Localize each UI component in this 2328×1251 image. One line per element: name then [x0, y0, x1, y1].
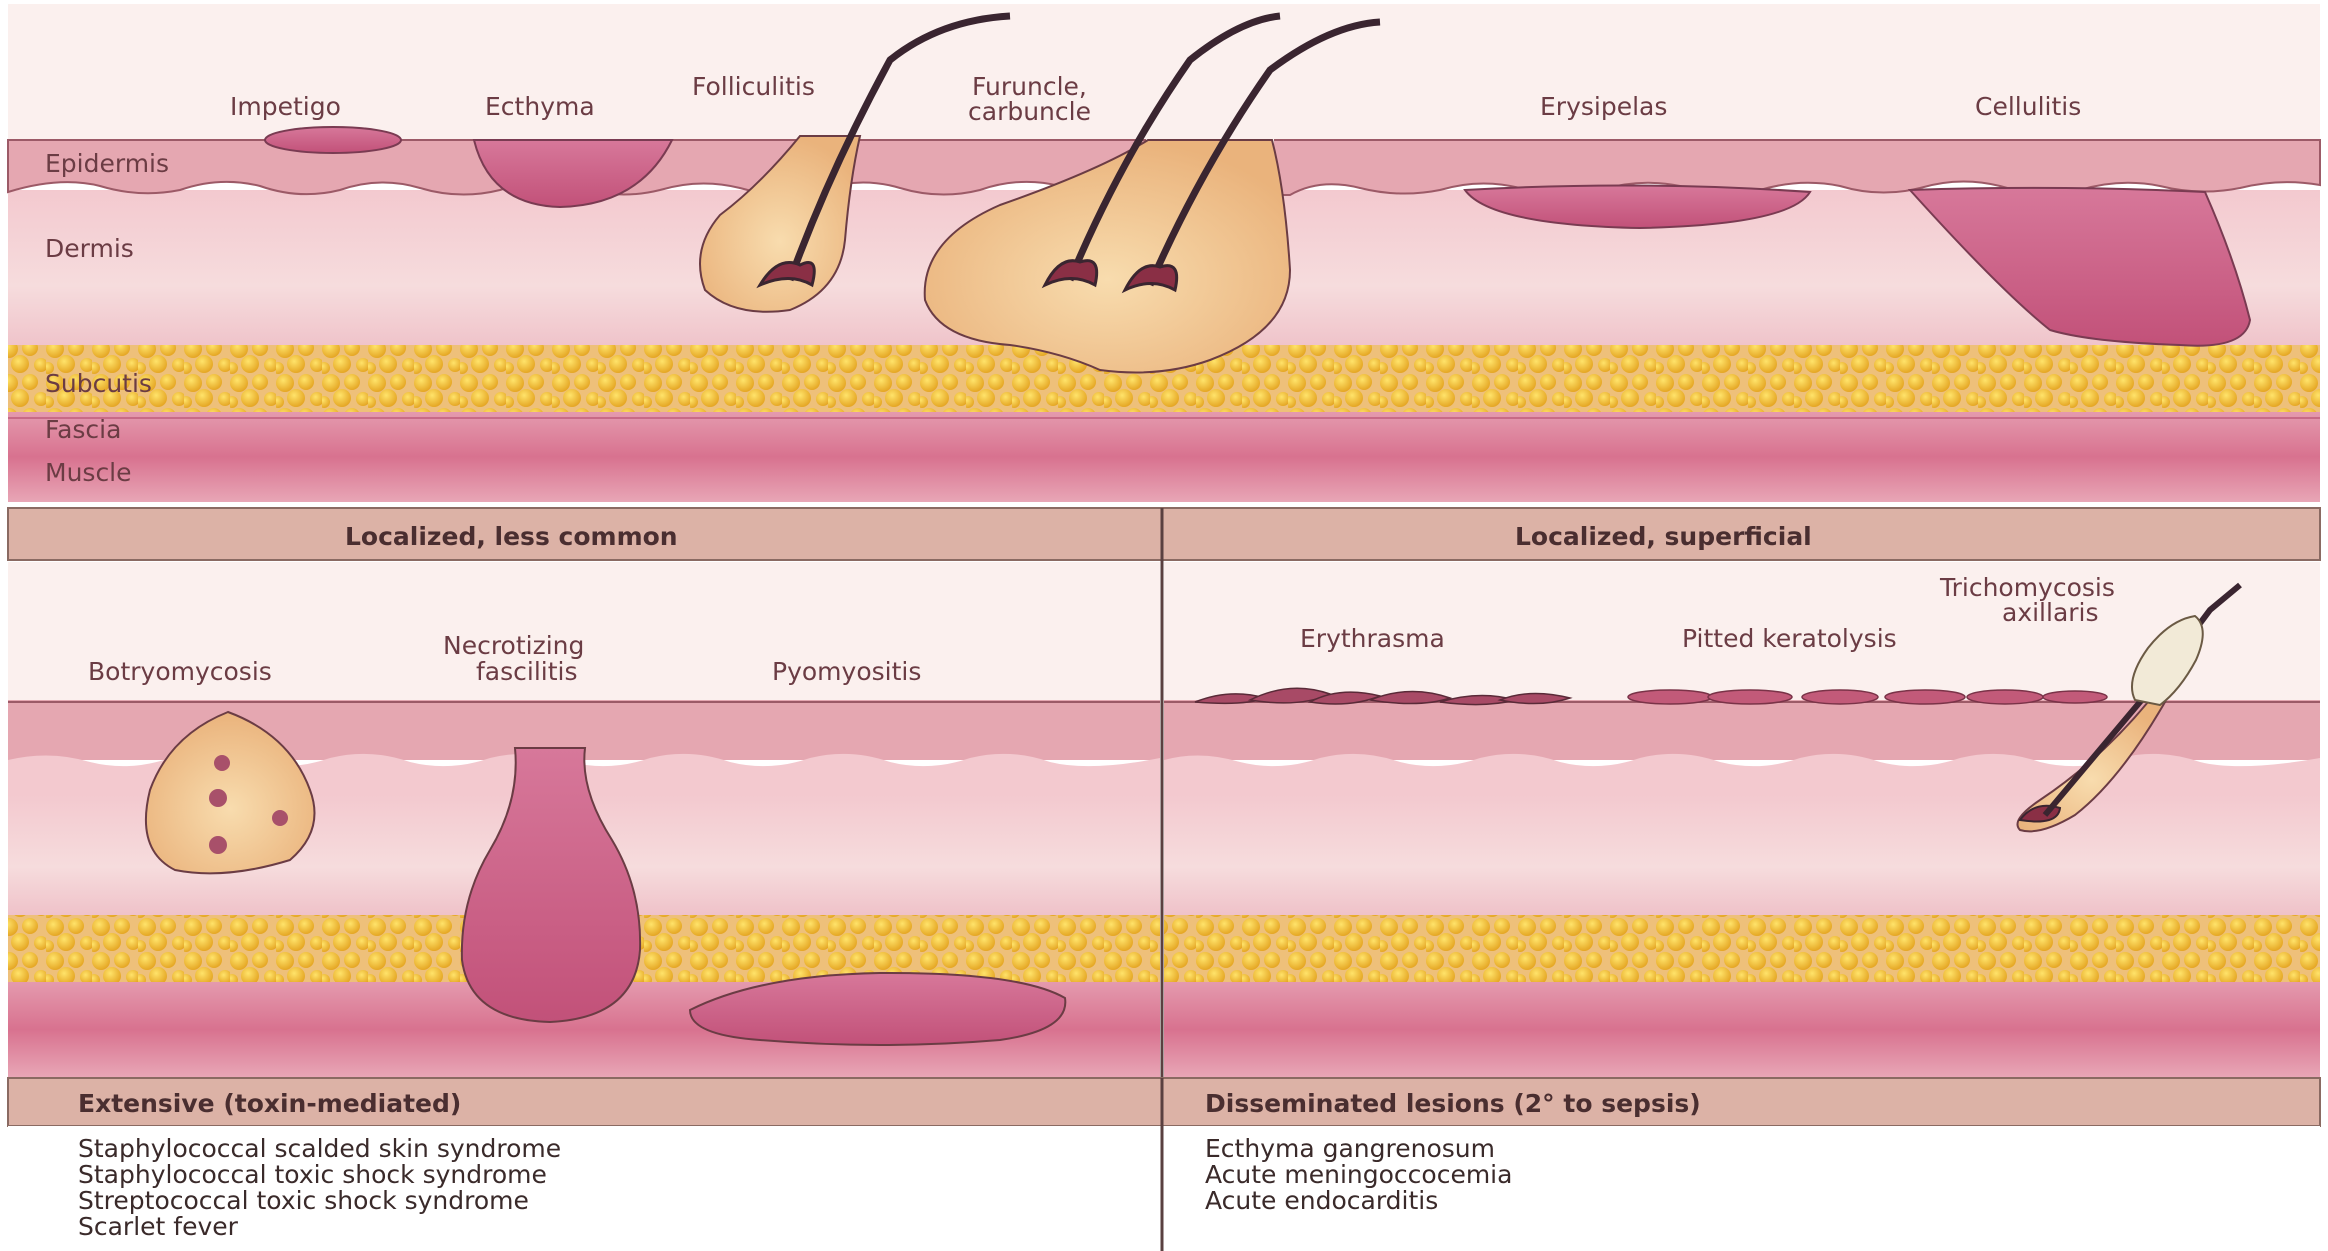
top-panel: Epidermis Dermis Subcutis Fascia Muscle … [8, 4, 2320, 502]
disseminated-item: Acute meningoccocemia [1205, 1160, 1512, 1189]
extensive-item: Streptococcal toxic shock syndrome [78, 1186, 529, 1215]
pyomyositis-label: Pyomyositis [772, 657, 921, 686]
botryomycosis-label: Botryomycosis [88, 657, 272, 686]
trichomycosis-label-2: axillaris [2002, 598, 2099, 627]
disseminated-item: Ecthyma gangrenosum [1205, 1134, 1495, 1163]
dermis-label: Dermis [45, 234, 134, 263]
subcutis-label: Subcutis [45, 369, 152, 398]
necrotizing-label-1: Necrotizing [443, 631, 584, 660]
muscle-layer [8, 412, 2320, 502]
epidermis-label: Epidermis [45, 149, 169, 178]
impetigo-label: Impetigo [230, 92, 341, 121]
extensive-item: Staphylococcal scalded skin syndrome [78, 1134, 561, 1163]
disseminated-item: Acute endocarditis [1205, 1186, 1438, 1215]
erysipelas-label: Erysipelas [1540, 92, 1667, 121]
erythrasma-label: Erythrasma [1300, 624, 1445, 653]
pitted-keratolysis-lesion [1628, 690, 2107, 704]
panel-superficial: Erythrasma Pitted keratolysis Trichomyco… [1164, 562, 2320, 1077]
less-common-title: Localized, less common [345, 522, 678, 551]
cellulitis-label: Cellulitis [1975, 92, 2081, 121]
necrotizing-label-2: fascilitis [476, 657, 578, 686]
extensive-title: Extensive (toxin-mediated) [78, 1089, 461, 1118]
pitted-keratolysis-label: Pitted keratolysis [1682, 624, 1897, 653]
extensive-item: Staphylococcal toxic shock syndrome [78, 1160, 547, 1189]
muscle-label: Muscle [45, 458, 132, 487]
extensive-item: Scarlet fever [78, 1212, 239, 1241]
furuncle-label-2: carbuncle [968, 97, 1091, 126]
disseminated-title: Disseminated lesions (2° to sepsis) [1205, 1089, 1701, 1118]
folliculitis-label: Folliculitis [692, 72, 815, 101]
panel-less-common: Botryomycosis Necrotizing fascilitis Pyo… [8, 562, 1160, 1077]
superficial-title: Localized, superficial [1515, 522, 1812, 551]
impetigo-lesion [265, 127, 401, 153]
bottom-section: Extensive (toxin-mediated) Disseminated … [8, 1078, 2320, 1251]
ecthyma-label: Ecthyma [485, 92, 595, 121]
fascia-label: Fascia [45, 415, 121, 444]
